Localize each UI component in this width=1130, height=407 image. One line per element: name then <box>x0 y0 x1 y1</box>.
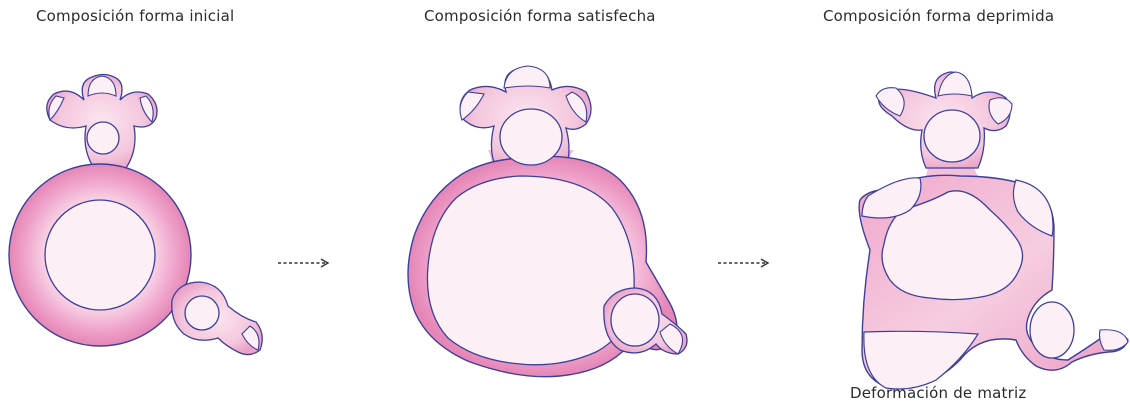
satisfied-shape <box>408 66 687 377</box>
arrow-initial-to-satisfied <box>278 259 328 267</box>
depressed-blob-bottom <box>864 331 978 389</box>
satisfied-top-core <box>500 109 562 165</box>
depressed-top-core <box>924 110 980 162</box>
depressed-shape <box>859 72 1128 389</box>
initial-lobe-core <box>185 296 219 330</box>
satisfied-lobe-core <box>611 294 659 346</box>
initial-main-core <box>45 200 155 310</box>
depressed-lobe-core <box>1030 302 1074 358</box>
satisfied-main-core <box>427 176 634 365</box>
initial-shape <box>9 75 262 355</box>
initial-top-core <box>87 122 119 154</box>
satisfied-petal-top <box>504 66 550 88</box>
arrow-satisfied-to-depressed <box>718 259 768 267</box>
